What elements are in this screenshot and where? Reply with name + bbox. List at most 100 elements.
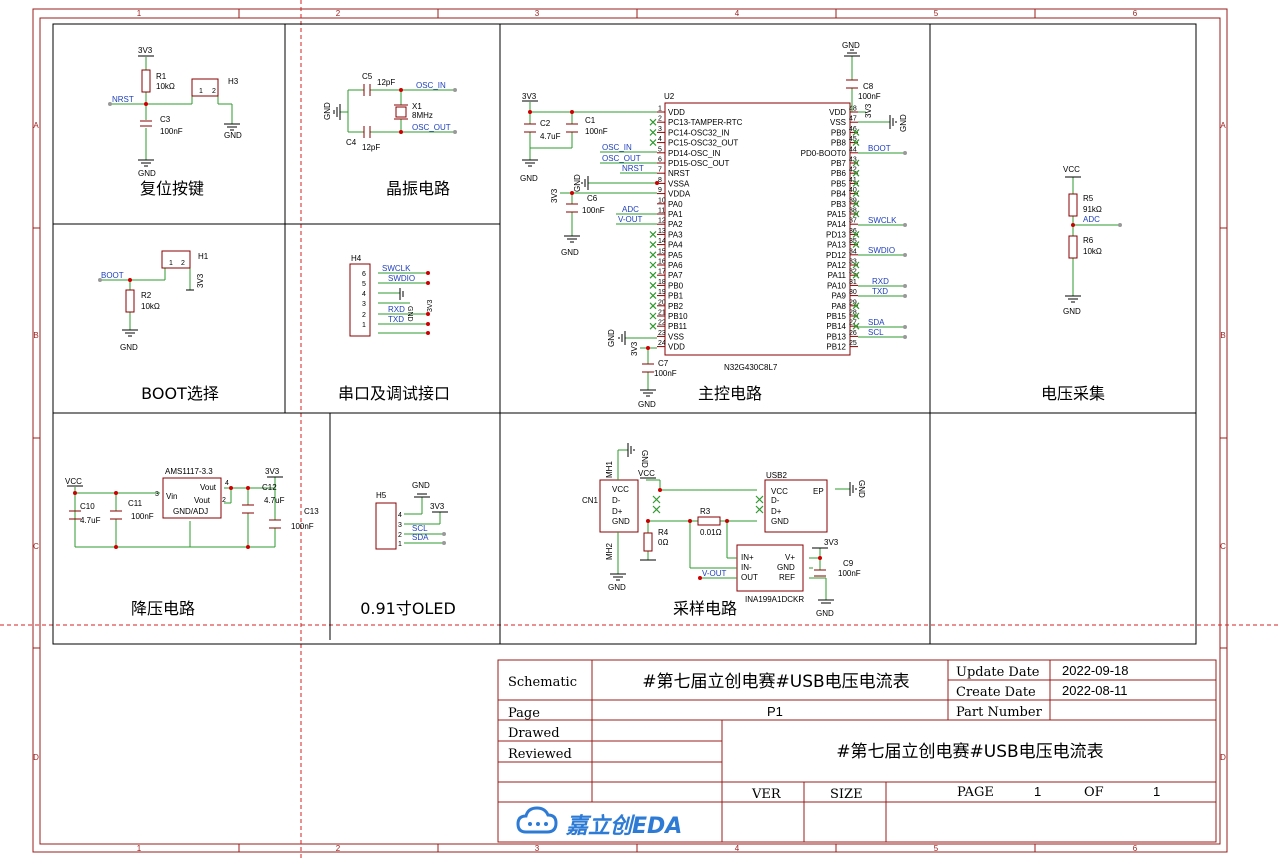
c12-ref: C12 bbox=[262, 483, 277, 492]
tb-page-label: Page bbox=[508, 706, 540, 721]
jlc-eda-logo: 嘉立创EDA bbox=[516, 806, 682, 839]
no-connect-mark bbox=[852, 271, 860, 279]
svg-text:2: 2 bbox=[222, 497, 226, 504]
block-title-uart: 串口及调试接口 bbox=[338, 384, 450, 403]
col-label-4: 4 bbox=[735, 9, 740, 18]
c8-value: 100nF bbox=[858, 92, 881, 101]
r1-value: 10kΩ bbox=[156, 82, 175, 91]
tb-ver-label: VER bbox=[751, 787, 782, 802]
net-label-adc: ADC bbox=[622, 205, 639, 214]
net-label: GND bbox=[323, 102, 332, 120]
svg-text:5: 5 bbox=[362, 281, 366, 288]
mcu-pin-number: 10 bbox=[658, 197, 666, 204]
title-block: Schematic Page Drawed Reviewed Update Da… bbox=[497, 659, 1217, 843]
mcu-pin-number: 35 bbox=[849, 238, 857, 245]
r6-ref: R6 bbox=[1083, 236, 1094, 245]
r3-ref: R3 bbox=[700, 507, 711, 516]
svg-text:2: 2 bbox=[362, 312, 366, 319]
svg-text:4: 4 bbox=[398, 512, 402, 519]
mcu-pin-number: 26 bbox=[849, 330, 857, 337]
c6-value: 100nF bbox=[582, 206, 605, 215]
no-connect-mark bbox=[852, 128, 860, 136]
r5-ref: R5 bbox=[1083, 194, 1094, 203]
net-label: GND bbox=[120, 343, 138, 352]
col-label-2-bottom: 2 bbox=[336, 844, 341, 853]
oled-header: H5 GND 3V3 43 21 SCL SDA bbox=[375, 481, 448, 550]
net-label-swdio: SWDIO bbox=[868, 246, 895, 255]
ldo-part: AMS1117-3.3 bbox=[165, 467, 213, 476]
ina-part: INA199A1DCKR bbox=[745, 595, 804, 604]
mcu-pin-name: PA8 bbox=[831, 302, 846, 311]
block-title-boot: BOOT选择 bbox=[141, 384, 219, 403]
net-label: GND bbox=[224, 131, 242, 140]
cn1-ref: CN1 bbox=[582, 496, 599, 505]
mcu-pin-number: 30 bbox=[849, 289, 857, 296]
svg-text:1: 1 bbox=[199, 88, 203, 95]
no-connect-mark bbox=[852, 261, 860, 269]
svg-text:2: 2 bbox=[398, 532, 402, 539]
mcu-pin-name: PB7 bbox=[831, 159, 847, 168]
mcu-pin-name: PD0-BOOT0 bbox=[801, 149, 847, 158]
mcu-pin-name: PD13 bbox=[826, 230, 847, 239]
r4-ref: R4 bbox=[658, 528, 669, 537]
col-label-2: 2 bbox=[336, 9, 341, 18]
ldo-body bbox=[162, 477, 222, 519]
mh2-ref: MH2 bbox=[605, 543, 614, 560]
mcu-pin-name: PC14-OSC32_IN bbox=[668, 128, 730, 137]
net-label-boot: BOOT bbox=[868, 144, 891, 153]
no-connect-mark bbox=[649, 118, 657, 126]
mcu-pin-name: VSSA bbox=[668, 179, 690, 188]
mcu-pin-number: 18 bbox=[658, 279, 666, 286]
mcu-pin-number: 43 bbox=[849, 157, 857, 164]
no-connect-mark bbox=[852, 241, 860, 249]
row-label-c-right: C bbox=[1220, 542, 1226, 551]
no-connect-mark bbox=[649, 302, 657, 310]
block-dividers bbox=[52, 23, 1197, 645]
block-titles: 复位按键 晶振电路 主控电路 电压采集 BOOT选择 串口及调试接口 降压电路 … bbox=[131, 179, 1105, 618]
c6-ref: C6 bbox=[587, 194, 598, 203]
mcu-pin-name: PB6 bbox=[831, 169, 847, 178]
svg-text:2: 2 bbox=[212, 88, 216, 95]
row-label-d: D bbox=[33, 753, 39, 762]
block-title-buck: 降压电路 bbox=[131, 599, 195, 618]
frame-labels: 1 2 3 4 5 6 1 2 3 4 5 6 A B C D A B C D bbox=[33, 9, 1226, 853]
mcu-pin-number: 23 bbox=[658, 330, 666, 337]
net-label-adc: ADC bbox=[1083, 215, 1100, 224]
h3-ref: H3 bbox=[228, 77, 239, 86]
svg-text:4: 4 bbox=[362, 291, 366, 298]
net-label: VCC bbox=[638, 469, 655, 478]
mcu-pin-name: PC15-OSC32_OUT bbox=[668, 139, 738, 148]
svg-text:1: 1 bbox=[169, 260, 173, 267]
h3-body bbox=[191, 78, 219, 97]
tb-page2-label: PAGE bbox=[957, 785, 994, 800]
net-label-scl: SCL bbox=[868, 328, 884, 337]
tb-page-num: 1 bbox=[1034, 784, 1041, 799]
svg-text:1: 1 bbox=[362, 322, 366, 329]
mcu-pin-name: PD15-OSC_OUT bbox=[668, 159, 729, 168]
net-label: GND bbox=[857, 480, 866, 498]
ina-pin-ref: REF bbox=[779, 573, 795, 582]
usb2-pin-dp: D+ bbox=[771, 507, 782, 516]
mcu-pin-number: 38 bbox=[849, 208, 857, 215]
u2-body bbox=[664, 102, 851, 356]
block-title-sampling: 采样电路 bbox=[673, 599, 737, 618]
mcu-pin-name: PA10 bbox=[827, 281, 847, 290]
voltage-divider: VCC R5 91kΩ R6 10kΩ GND ADC bbox=[1063, 165, 1122, 316]
tb-schematic-label: Schematic bbox=[508, 675, 577, 690]
